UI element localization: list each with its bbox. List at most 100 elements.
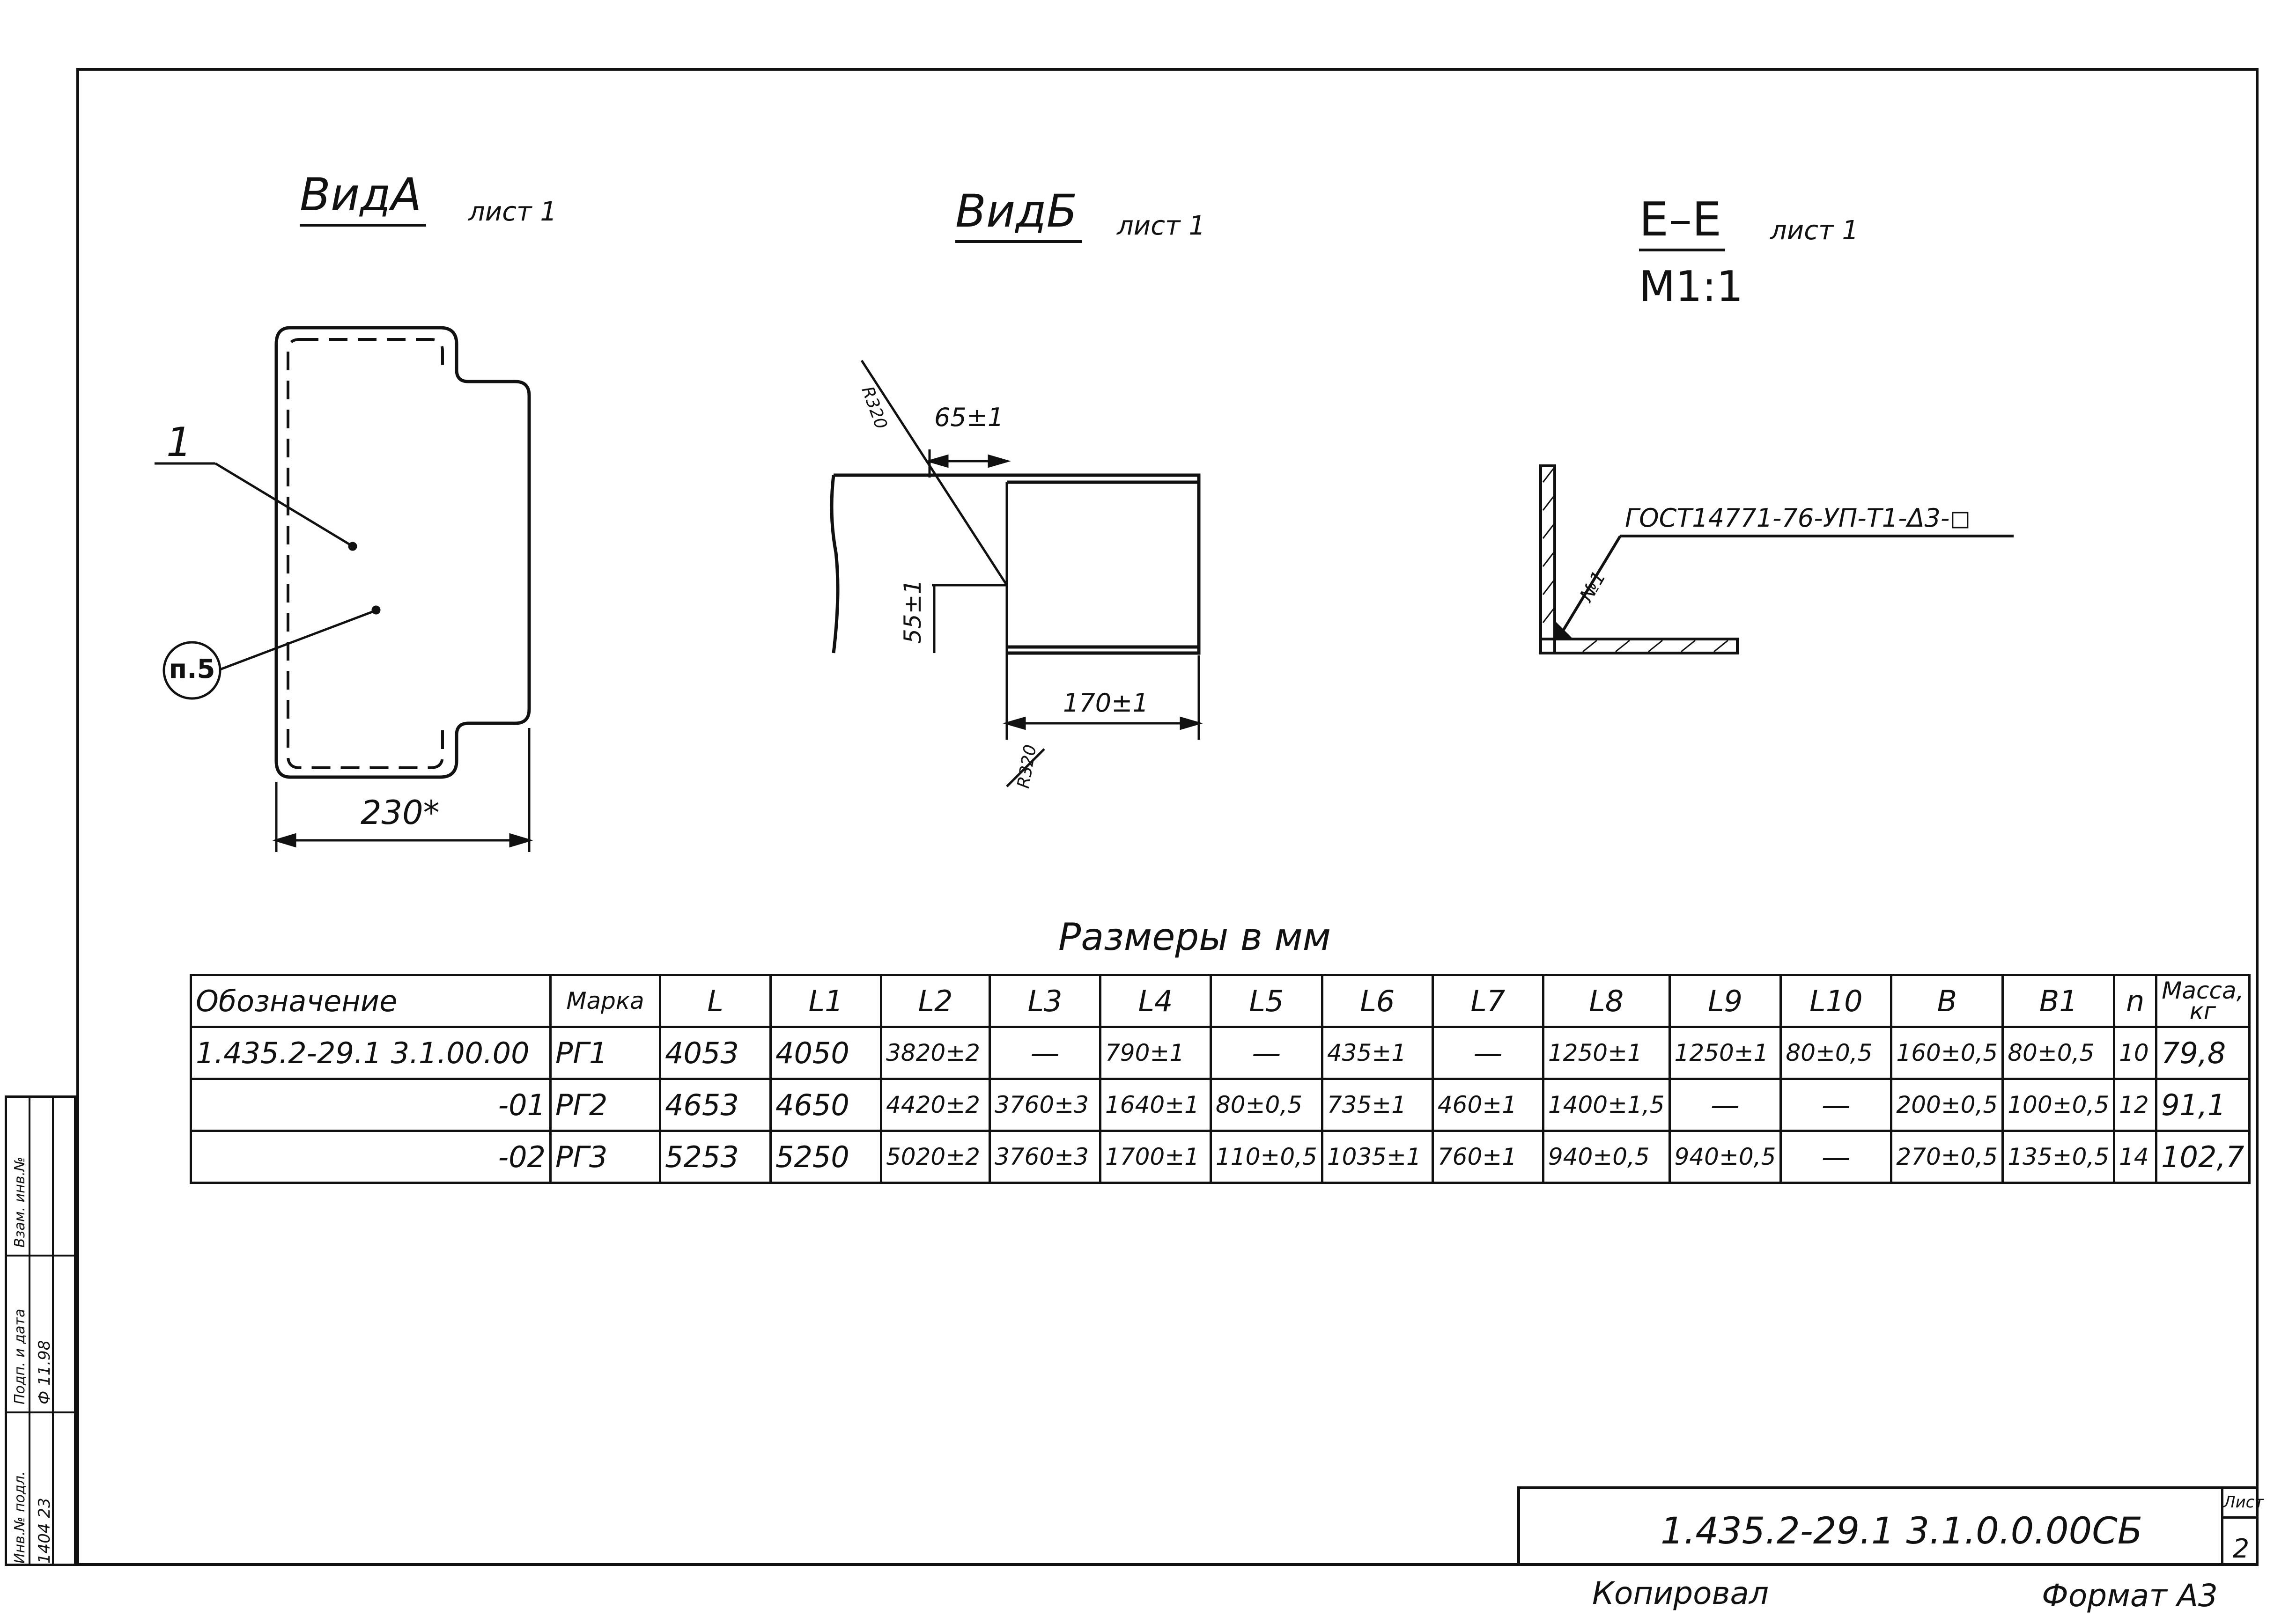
table-cell: 1640±1 <box>1099 1078 1212 1132</box>
table-cell: 735±1 <box>1321 1078 1434 1132</box>
table-row: 1.435.2-29.1 3.1.00.00 РГ1 4053 4050 382… <box>190 1026 2251 1080</box>
table-cell: 79,8 <box>2155 1026 2251 1080</box>
header-cell: L2 <box>880 974 991 1028</box>
table-caption: Размеры в мм <box>1058 915 1331 959</box>
header-cell: Обозначение <box>190 974 552 1028</box>
view-a-width-dim-label: 230* <box>361 794 440 832</box>
view-a-leader-label: 1 <box>166 419 192 466</box>
table-cell: 270±0,5 <box>1890 1130 2004 1184</box>
table-cell: 3760±3 <box>989 1130 1101 1184</box>
header-cell: Марка <box>549 974 661 1028</box>
table-cell: РГ2 <box>549 1078 661 1132</box>
header-cell: L4 <box>1099 974 1212 1028</box>
document-number: 1.435.2-29.1 3.1.0.0.00СБ <box>1661 1510 2143 1552</box>
table-cell: — <box>1779 1130 1893 1184</box>
table-cell: 135±0,5 <box>2001 1130 2116 1184</box>
title-block: 1.435.2-29.1 3.1.0.0.00СБ Лист 2 <box>1517 1486 2264 1566</box>
table-cell: 1250±1 <box>1668 1026 1782 1080</box>
table-cell: — <box>1431 1026 1544 1080</box>
view-b-sheet: лист 1 <box>1117 211 1206 241</box>
view-a-callout <box>162 605 381 700</box>
stamp-value-inventory: 1404 23 <box>35 1498 54 1564</box>
table-cell: 4053 <box>659 1026 772 1080</box>
table-cell: 160±0,5 <box>1890 1026 2004 1080</box>
table-cell: 4650 <box>769 1078 882 1132</box>
stamp-divider <box>7 1411 74 1413</box>
table-cell: 940±0,5 <box>1668 1130 1782 1184</box>
table-cell: 100±0,5 <box>2001 1078 2116 1132</box>
view-b-dim-top: 65±1 <box>934 403 1004 432</box>
view-b-diagonal <box>860 360 1203 787</box>
table-cell: -01 <box>190 1078 552 1132</box>
table-cell: 1250±1 <box>1542 1026 1671 1080</box>
table-cell: РГ1 <box>549 1026 661 1080</box>
table-cell: 5020±2 <box>880 1130 991 1184</box>
header-cell: L6 <box>1321 974 1434 1028</box>
table-cell: 80±0,5 <box>1210 1078 1323 1132</box>
section-ee-title: Е–Е <box>1639 192 1726 251</box>
table-cell: 4420±2 <box>880 1078 991 1132</box>
table-cell: 110±0,5 <box>1210 1130 1323 1184</box>
header-cell: L5 <box>1210 974 1323 1028</box>
table-cell: 790±1 <box>1099 1026 1212 1080</box>
table-cell: 5253 <box>659 1130 772 1184</box>
header-cell: L7 <box>1431 974 1544 1028</box>
table-cell: 80±0,5 <box>2001 1026 2116 1080</box>
table-cell: 3760±3 <box>989 1078 1101 1132</box>
format-label: Формат А3 <box>2042 1578 2218 1614</box>
view-a-sheet: лист 1 <box>468 197 557 227</box>
table-cell: 14 <box>2113 1130 2158 1184</box>
view-a-leader-1 <box>155 462 357 551</box>
view-a-title: ВидА <box>300 169 427 227</box>
table-cell: 760±1 <box>1431 1130 1544 1184</box>
header-cell: B1 <box>2001 974 2116 1028</box>
section-ee-angle <box>1539 464 2014 654</box>
header-cell: L1 <box>769 974 882 1028</box>
section-ee-weld-note: ГОСТ14771-76-УП-Т1-Δ3-◻ <box>1625 503 1971 533</box>
view-b-title: ВидБ <box>955 185 1082 243</box>
table-cell: — <box>1668 1078 1782 1132</box>
table-cell: — <box>1210 1026 1323 1080</box>
header-cell: Масса, кг <box>2155 974 2251 1028</box>
table-cell: 1700±1 <box>1099 1130 1212 1184</box>
table-cell: 1035±1 <box>1321 1130 1434 1184</box>
view-b-dim-bottom: 170±1 <box>1063 688 1149 718</box>
header-cell: L8 <box>1542 974 1671 1028</box>
approval-stamp-strip: Инв.№ подл. Подп. и дата Взам. инв.№ 140… <box>5 1095 76 1566</box>
stamp-label-replacement: Взам. инв.№ <box>12 1156 28 1248</box>
view-a-width-dim <box>272 728 533 852</box>
stamp-value-signature: Ф 11.98 <box>35 1340 54 1404</box>
table-cell: 10 <box>2113 1026 2158 1080</box>
view-a-callout-label: п.5 <box>169 654 215 684</box>
header-cell: L3 <box>989 974 1101 1028</box>
sheet-number: 2 <box>2232 1534 2250 1564</box>
table-cell: 3820±2 <box>880 1026 991 1080</box>
view-b-body <box>830 473 1201 655</box>
view-a-inner-dashed <box>287 338 444 769</box>
header-cell: B <box>1890 974 2004 1028</box>
stamp-label-signature: Подп. и дата <box>12 1308 28 1404</box>
header-cell: L <box>659 974 772 1028</box>
stamp-value-column <box>30 1098 54 1564</box>
view-b-dim-side: 55±1 <box>899 579 926 644</box>
stamp-label-inventory: Инв.№ подл. <box>12 1471 28 1564</box>
table-header-row: Обозначение Марка L L1 L2 L3 L4 L5 L6 L7… <box>190 974 2251 1028</box>
table-cell: 102,7 <box>2155 1130 2251 1184</box>
table-cell: 1400±1,5 <box>1542 1078 1671 1132</box>
sheet-label: Лист <box>2223 1493 2264 1519</box>
table-cell: — <box>989 1026 1101 1080</box>
stamp-label-column <box>7 1098 30 1564</box>
table-cell: 12 <box>2113 1078 2158 1132</box>
table-cell: 435±1 <box>1321 1026 1434 1080</box>
table-row: -01 РГ2 4653 4650 4420±2 3760±3 1640±1 8… <box>190 1078 2251 1132</box>
table-cell: 80±0,5 <box>1779 1026 1893 1080</box>
table-cell: — <box>1779 1078 1893 1132</box>
table-cell: 460±1 <box>1431 1078 1544 1132</box>
stamp-divider <box>7 1255 74 1257</box>
sheet-box: Лист 2 <box>2221 1489 2264 1566</box>
section-ee-scale: М1:1 <box>1639 262 1743 311</box>
table-row: -02 РГ3 5253 5250 5020±2 3760±3 1700±1 1… <box>190 1130 2251 1184</box>
table-cell: 5250 <box>769 1130 882 1184</box>
table-cell: РГ3 <box>549 1130 661 1184</box>
